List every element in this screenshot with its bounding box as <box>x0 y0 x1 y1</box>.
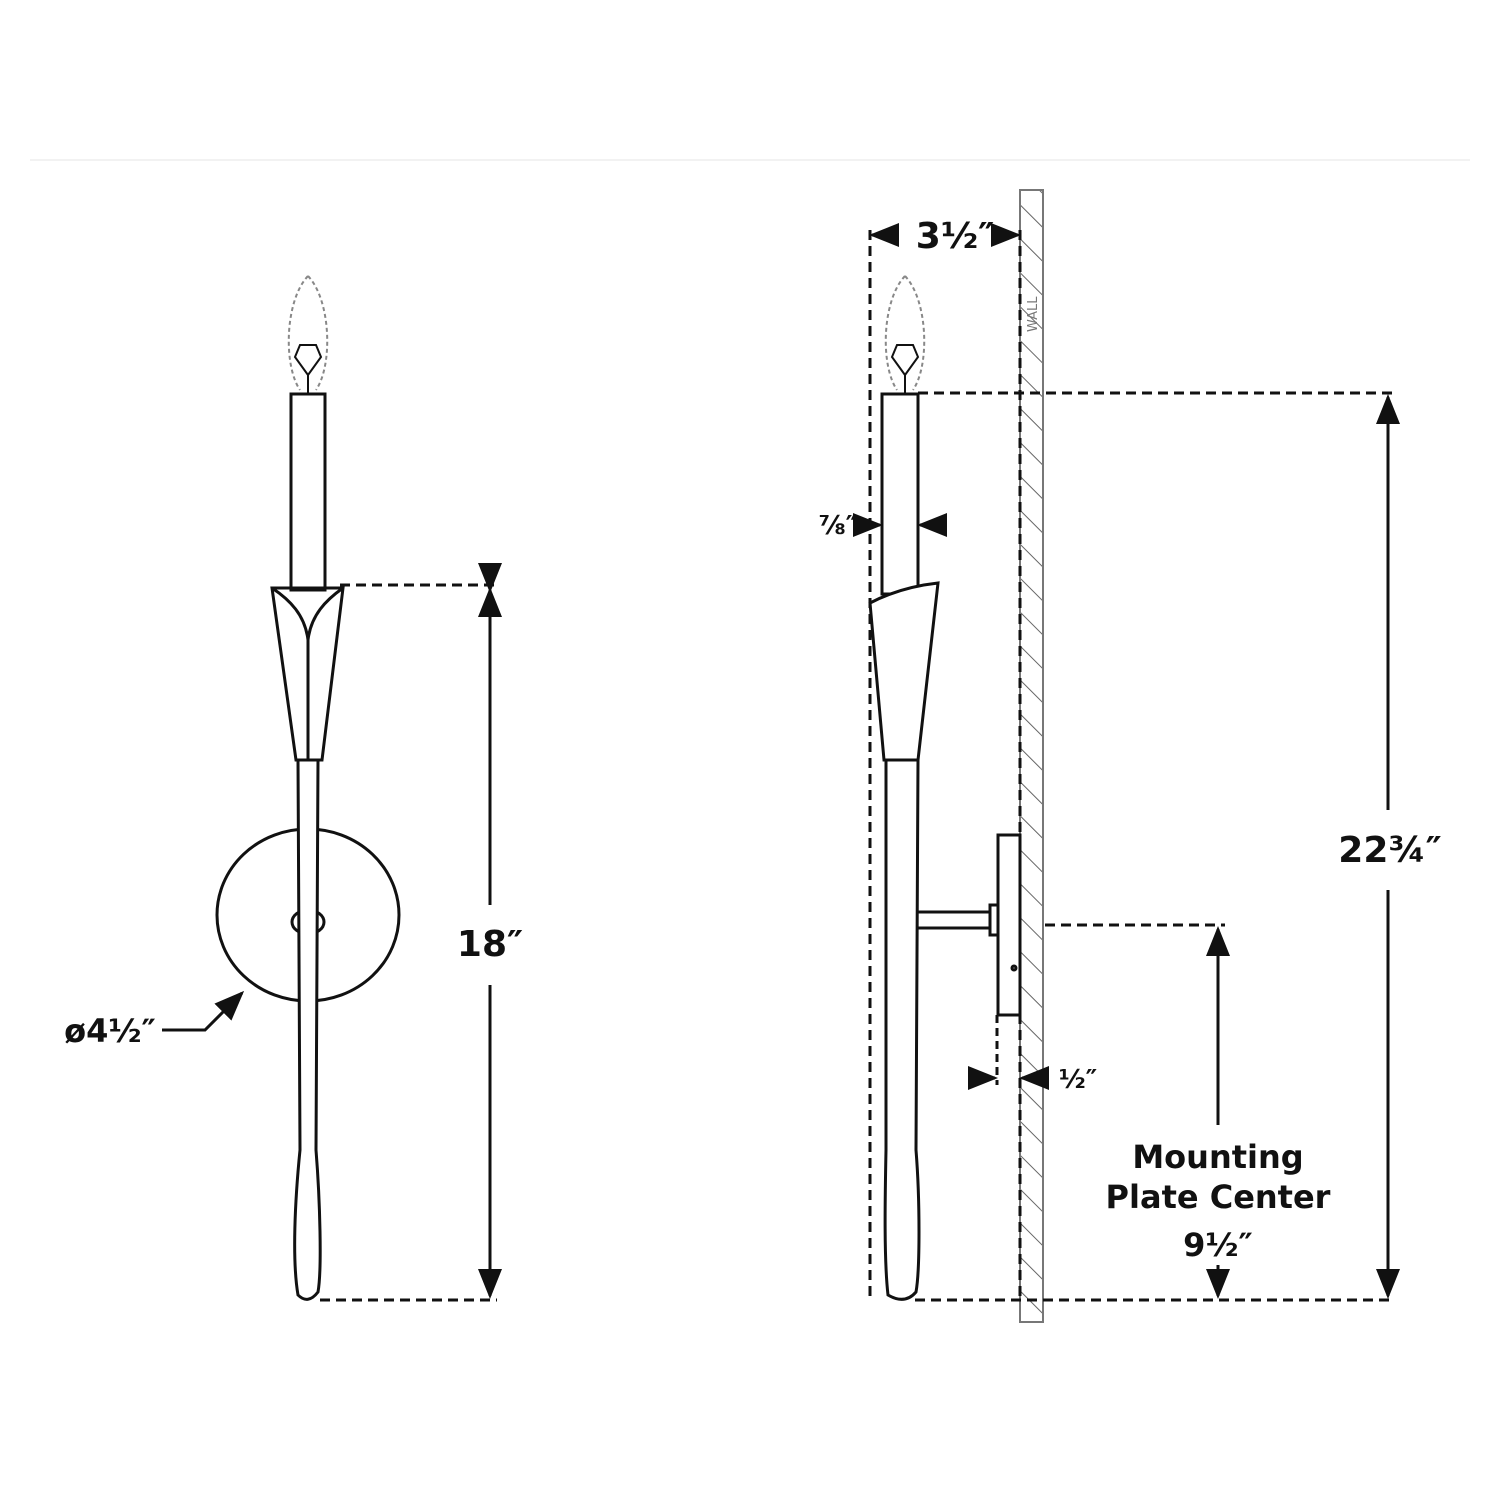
front-view <box>215 275 401 1301</box>
stem <box>293 758 322 1301</box>
stem-side <box>883 758 921 1301</box>
candle-sleeve <box>289 392 327 592</box>
plate-diameter-label: ø4½″ <box>64 1012 156 1050</box>
cup-side <box>868 581 940 762</box>
side-dimensions <box>853 223 1400 1302</box>
extension-label: 3½″ <box>916 216 994 257</box>
candle-width-label: ⅞″ <box>819 511 858 541</box>
cup <box>270 586 345 762</box>
front-dimensions <box>162 563 502 1302</box>
wall-label: WALL <box>1026 296 1041 332</box>
arm <box>908 910 994 930</box>
mounting-label-line2: Plate Center <box>1106 1178 1331 1216</box>
backplate-side <box>996 833 1022 1017</box>
plate-depth-label: ½″ <box>1059 1065 1098 1095</box>
bulb-filament-side <box>890 344 920 393</box>
wall <box>1019 189 1044 1323</box>
height-label-18: 18″ <box>457 924 523 965</box>
mounting-label-line1: Mounting <box>1132 1138 1303 1176</box>
side-view <box>868 275 1022 1301</box>
mounting-height-label: 9½″ <box>1183 1226 1253 1264</box>
candle-sleeve-side <box>880 392 920 596</box>
bulb-outline-side <box>884 275 926 391</box>
bulb-filament <box>293 344 323 393</box>
screw <box>1010 964 1018 972</box>
bulb-outline <box>287 275 329 391</box>
overall-height-label: 22¾″ <box>1338 830 1441 871</box>
